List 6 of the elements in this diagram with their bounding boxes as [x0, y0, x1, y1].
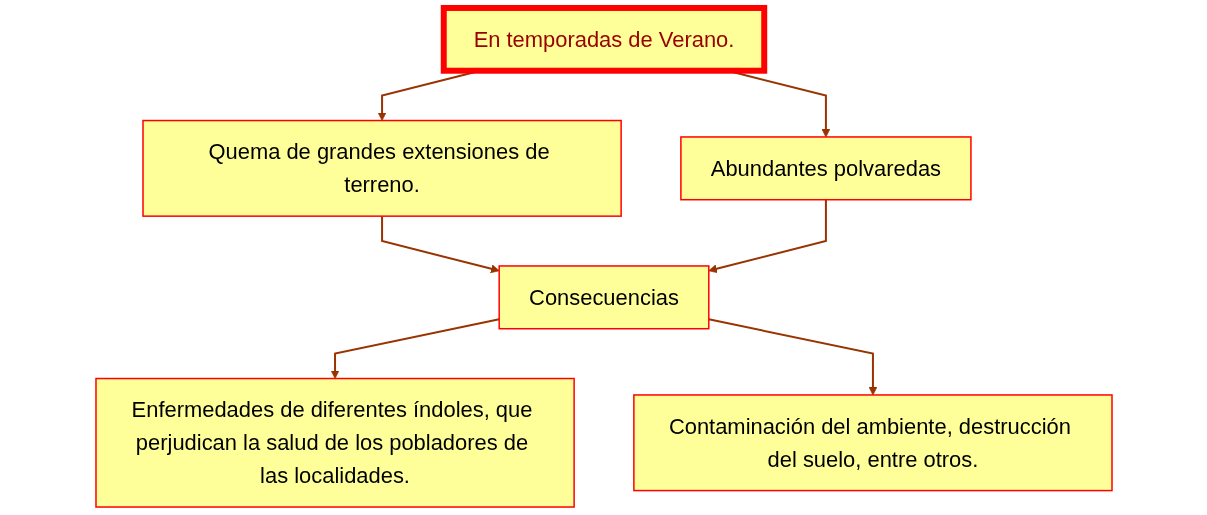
node-box: En temporadas de Verano. [440, 4, 767, 74]
node-box: Enfermedades de diferentes índoles, que perjudican la salud de los pobladores de las localidades. [94, 377, 575, 508]
node-box: Consecuencias [497, 265, 710, 330]
node-box: Abundantes polvaredas [679, 136, 972, 201]
node-box: Quema de grandes extensiones de terreno. [141, 119, 622, 217]
node-box: Contaminación del ambiente, destrucción del suelo, entre otros. [632, 394, 1113, 492]
